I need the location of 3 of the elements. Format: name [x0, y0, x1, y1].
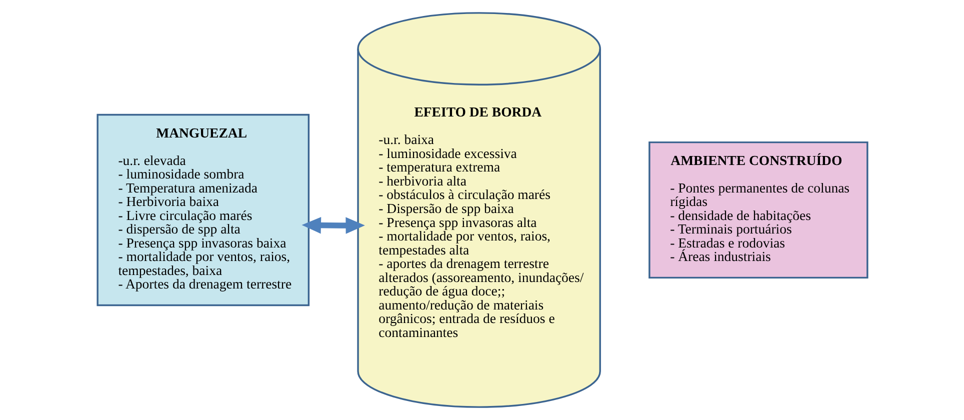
node-box: AMBIENTE CONSTRUÍDO - Pontes permanentes de colunas rígidas - densidade de habitações - Terminais portuários - Estradas e rodovias - Áreas industriais [648, 141, 868, 279]
node-box: MANGUEZAL -u.r. elevada - luminosidade sombra - Temperatura amenizada - Herbivoria baixa - Livre circulação marés - dispersão de spp alta - Presença spp invasoras baixa - mortalidade por ventos, raios, tempestades, baixa - Aportes da drenagem terrestre [96, 114, 310, 306]
arrow [301, 216, 364, 234]
